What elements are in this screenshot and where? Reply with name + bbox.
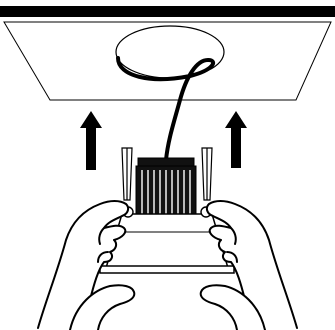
up-arrow-left (80, 111, 102, 170)
trim-housing (106, 214, 228, 268)
heatsink (136, 158, 196, 218)
ceiling-bar (0, 6, 335, 17)
spring-clip-left (122, 148, 132, 200)
up-arrow-icon (225, 111, 247, 168)
spring-clip-right (202, 148, 212, 200)
thumbs (70, 285, 265, 330)
up-arrow-right (225, 111, 247, 168)
trim-flange (100, 266, 234, 273)
up-arrow-icon (80, 111, 102, 170)
